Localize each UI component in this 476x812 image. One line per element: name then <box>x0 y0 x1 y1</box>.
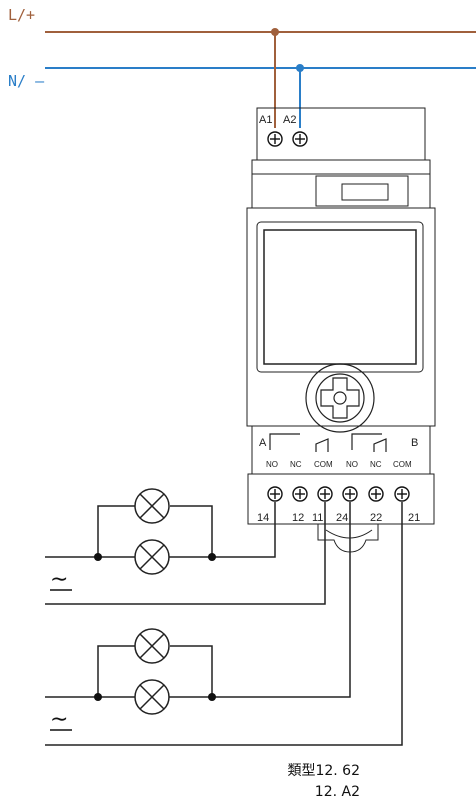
adjustment-knob-icon[interactable] <box>305 363 375 433</box>
terminal-label-22: 22 <box>370 512 382 524</box>
terminal-label-14: 14 <box>257 512 269 524</box>
lamp-cross-icon <box>134 679 170 715</box>
terminal-label-24: 24 <box>336 512 348 524</box>
contact-label-no-b: NO <box>346 460 358 469</box>
neutral-label: N/ – <box>8 72 45 90</box>
terminal-label-12: 12 <box>292 512 304 524</box>
terminal-label-a2: A2 <box>283 114 296 126</box>
screw-terminal-icon <box>267 131 283 147</box>
contact-label-nc-a: NC <box>290 460 302 469</box>
lamp-cross-icon <box>134 539 170 575</box>
model-number-line2: 12. A2 <box>314 784 360 800</box>
contact-label-com-a: COM <box>314 460 333 469</box>
ac-symbol-icon: ∼ <box>50 707 68 732</box>
neutral-junction-dot <box>296 64 304 72</box>
screw-terminal-icon <box>267 486 410 502</box>
contact-label-nc-b: NC <box>370 460 382 469</box>
ac-symbol-icon: ∼ <box>50 567 68 592</box>
contact-symbol-icon <box>269 433 387 452</box>
relay-module <box>246 107 436 553</box>
screw-terminal-icon <box>292 131 308 147</box>
load-wiring <box>45 502 403 746</box>
terminal-label-21: 21 <box>408 512 420 524</box>
channel-a-label: A <box>259 437 267 449</box>
line-junction-dot <box>271 28 279 36</box>
lamp-cross-icon <box>134 628 170 664</box>
terminal-label-11: 11 <box>312 512 323 524</box>
junction-dots <box>94 553 216 701</box>
model-number-line1: 類型12. 62 <box>287 763 360 779</box>
line-label: L/+ <box>8 6 35 24</box>
lamp-cross-icon <box>134 488 170 524</box>
terminal-label-a1: A1 <box>259 114 272 126</box>
contact-label-com-b: COM <box>393 460 412 469</box>
contact-label-no-a: NO <box>266 460 278 469</box>
channel-b-label: B <box>411 437 418 449</box>
